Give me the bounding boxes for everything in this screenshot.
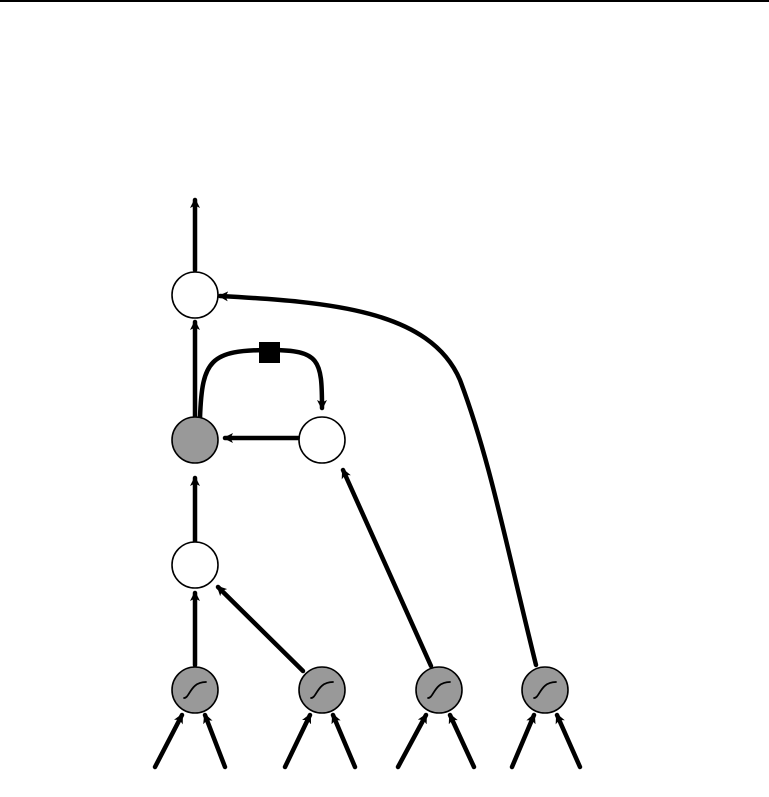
input-arrow-1b [202,712,228,770]
input-arrow-3b [447,712,477,770]
sigmoid-icon [183,681,207,699]
edge-sigmoid2-to-sum [215,584,306,674]
output-node [171,271,219,319]
input-arrow-4b [554,712,583,770]
sigmoid-node-4 [521,666,569,714]
sigmoid-icon [310,681,334,699]
input-arrow-2a [282,712,313,770]
delay-square-icon [259,342,280,363]
memory-node [298,416,346,464]
sigmoid-node-2 [298,666,346,714]
input-arrow-4a [509,712,537,770]
sum-node [171,541,219,589]
input-arrow-3a [395,712,429,770]
sigmoid-node-1 [171,666,219,714]
sigmoid-icon [427,681,451,699]
gated-node [171,416,219,464]
input-arrow-1a [152,712,185,770]
edge-sigmoid4-to-output [217,291,539,668]
edge-sigmoid3-to-memory [340,467,434,669]
sigmoid-icon [533,681,557,699]
sigmoid-node-3 [415,666,463,714]
top-rule [0,0,769,2]
input-arrow-2b [330,712,358,770]
